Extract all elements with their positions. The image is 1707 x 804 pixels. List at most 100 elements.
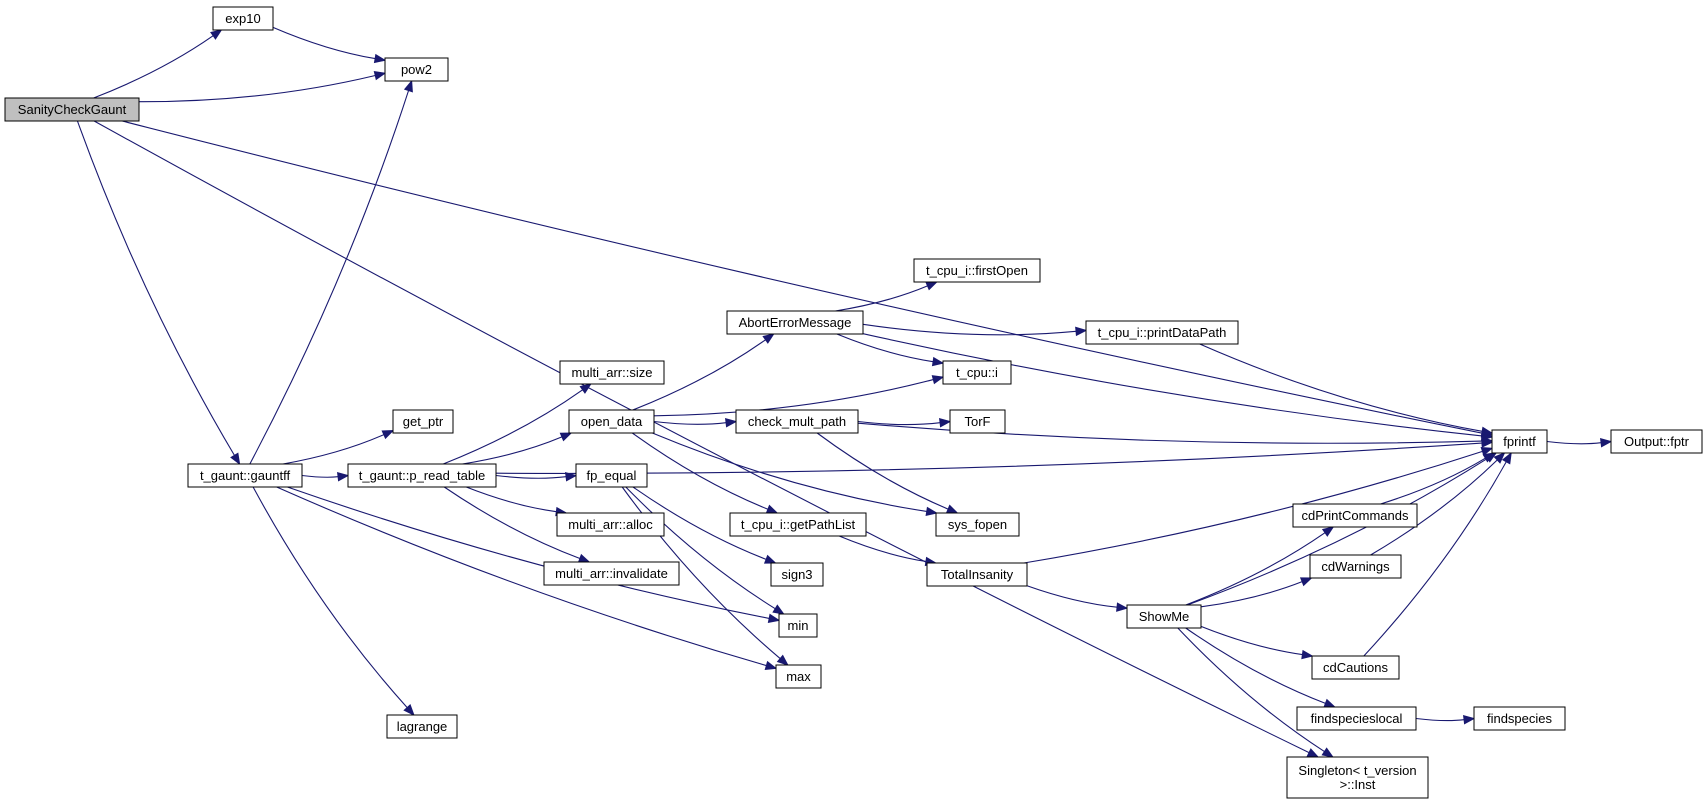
edge-line bbox=[301, 474, 339, 478]
node-get_ptr[interactable]: get_ptr bbox=[392, 409, 454, 434]
node-max[interactable]: max bbox=[775, 664, 822, 689]
node-layer: SanityCheckGaunt exp10pow2t_gaunt::gauntf… bbox=[4, 6, 1703, 799]
edge-arrowhead bbox=[579, 383, 592, 394]
edge-abort_msg-to-printDataPath bbox=[862, 323, 1088, 337]
edge-cdPrintCommands-to-fprintf bbox=[1380, 452, 1496, 505]
edge-showme-to-singleton bbox=[1177, 627, 1334, 758]
node-label: cdPrintCommands bbox=[1302, 508, 1409, 523]
node-findspecieslocal[interactable]: findspecieslocal bbox=[1296, 706, 1417, 731]
edge-p_read_table-to-ma_size bbox=[443, 383, 592, 465]
node-gauntff[interactable]: t_gaunt::gauntff bbox=[187, 463, 303, 488]
node-torf[interactable]: TorF bbox=[949, 409, 1006, 434]
node-total_insanity[interactable]: TotalInsanity bbox=[926, 562, 1028, 587]
node-label: ShowMe bbox=[1139, 609, 1190, 624]
edge-gauntff-to-min bbox=[287, 486, 781, 623]
node-box bbox=[726, 310, 864, 335]
node-ma_size[interactable]: multi_arr::size bbox=[559, 360, 665, 385]
edge-line bbox=[1185, 532, 1326, 606]
edge-getPathList-to-total_insanity bbox=[838, 535, 938, 567]
edge-gauntff-to-p_read_table bbox=[301, 472, 350, 482]
node-firstOpen[interactable]: t_cpu_i::firstOpen bbox=[913, 258, 1041, 283]
node-sys_fopen[interactable]: sys_fopen bbox=[935, 512, 1020, 537]
edge-exp10-to-pow2 bbox=[272, 26, 387, 64]
node-sanity[interactable]: SanityCheckGaunt bbox=[4, 97, 140, 122]
edge-arrowhead bbox=[559, 432, 573, 442]
edge-line bbox=[652, 432, 927, 513]
edge-line bbox=[1185, 627, 1326, 704]
edge-arrowhead bbox=[762, 333, 775, 344]
node-check_mult_path[interactable]: check_mult_path bbox=[735, 409, 859, 434]
node-ma_alloc[interactable]: multi_arr::alloc bbox=[556, 512, 665, 537]
node-t_cpu_i[interactable]: t_cpu::i bbox=[942, 360, 1012, 385]
edge-line bbox=[653, 379, 934, 417]
edge-line bbox=[1415, 717, 1465, 722]
node-label: t_cpu_i::printDataPath bbox=[1098, 325, 1227, 340]
node-box bbox=[926, 562, 1028, 587]
node-box bbox=[575, 463, 648, 488]
edge-line bbox=[835, 285, 928, 312]
node-abort_msg[interactable]: AbortErrorMessage bbox=[726, 310, 864, 335]
edge-line bbox=[443, 389, 583, 465]
edge-arrowhead bbox=[763, 554, 777, 564]
edge-line bbox=[276, 486, 767, 667]
node-label: sign3 bbox=[781, 567, 812, 582]
edge-line bbox=[462, 436, 563, 465]
edge-arrowhead bbox=[373, 53, 387, 64]
node-pow2[interactable]: pow2 bbox=[384, 57, 449, 82]
node-label: fp_equal bbox=[587, 468, 637, 483]
edge-fp_equal-to-sign3 bbox=[632, 486, 777, 564]
edge-arrowhead bbox=[767, 613, 781, 623]
node-singleton[interactable]: Singleton< t_version>::Inst bbox=[1286, 756, 1429, 799]
node-box bbox=[1309, 554, 1402, 579]
node-label: t_cpu_i::getPathList bbox=[741, 517, 856, 532]
node-fp_equal[interactable]: fp_equal bbox=[575, 463, 648, 488]
node-lagrange[interactable]: lagrange bbox=[386, 714, 458, 739]
edge-line bbox=[1187, 457, 1488, 606]
edge-arrowhead bbox=[210, 29, 223, 40]
edge-layer bbox=[76, 26, 1613, 758]
node-printDataPath[interactable]: t_cpu_i::printDataPath bbox=[1085, 320, 1239, 345]
edge-check_mult_path-to-fprintf bbox=[857, 422, 1494, 446]
edge-line bbox=[252, 486, 408, 708]
node-label: t_cpu_i::firstOpen bbox=[926, 263, 1028, 278]
node-ma_invalidate[interactable]: multi_arr::invalidate bbox=[543, 561, 680, 586]
edge-arrowhead bbox=[1075, 326, 1088, 337]
edge-arrowhead bbox=[1116, 602, 1129, 612]
node-fprintf[interactable]: fprintf bbox=[1491, 429, 1548, 454]
node-p_read_table[interactable]: t_gaunt::p_read_table bbox=[347, 463, 497, 488]
node-box bbox=[1491, 429, 1548, 454]
node-label: t_cpu::i bbox=[956, 365, 998, 380]
node-getPathList[interactable]: t_cpu_i::getPathList bbox=[729, 512, 867, 537]
node-sign3[interactable]: sign3 bbox=[770, 562, 824, 587]
node-output_fptr[interactable]: Output::fptr bbox=[1610, 429, 1703, 454]
node-findspecies[interactable]: findspecies bbox=[1473, 706, 1566, 731]
edge-arrowhead bbox=[1482, 452, 1496, 463]
node-min[interactable]: min bbox=[778, 613, 818, 638]
node-box bbox=[778, 613, 818, 638]
edge-arrowhead bbox=[1301, 649, 1314, 660]
edge-arrowhead bbox=[373, 70, 387, 81]
edge-arrowhead bbox=[925, 506, 938, 517]
edge-arrowhead bbox=[1493, 452, 1506, 464]
edge-arrowhead bbox=[1600, 438, 1613, 448]
edge-arrowhead bbox=[945, 504, 959, 514]
edge-arrowhead bbox=[1321, 526, 1335, 537]
edge-line bbox=[1177, 627, 1325, 753]
node-label: pow2 bbox=[401, 62, 432, 77]
node-label: TotalInsanity bbox=[941, 567, 1014, 582]
edge-line bbox=[862, 333, 1483, 437]
edge-line bbox=[632, 486, 767, 560]
node-cdWarnings[interactable]: cdWarnings bbox=[1309, 554, 1402, 579]
node-box bbox=[1126, 604, 1202, 629]
node-cdCautions[interactable]: cdCautions bbox=[1311, 655, 1400, 680]
node-exp10[interactable]: exp10 bbox=[212, 6, 274, 31]
edge-line bbox=[857, 422, 1483, 444]
node-showme[interactable]: ShowMe bbox=[1126, 604, 1202, 629]
edge-line bbox=[466, 486, 557, 513]
node-open_data[interactable]: open_data bbox=[568, 409, 655, 434]
edge-line bbox=[495, 474, 567, 479]
node-cdPrintCommands[interactable]: cdPrintCommands bbox=[1292, 503, 1418, 528]
edge-arrowhead bbox=[776, 654, 789, 666]
node-box bbox=[949, 409, 1006, 434]
edge-line bbox=[653, 420, 727, 425]
